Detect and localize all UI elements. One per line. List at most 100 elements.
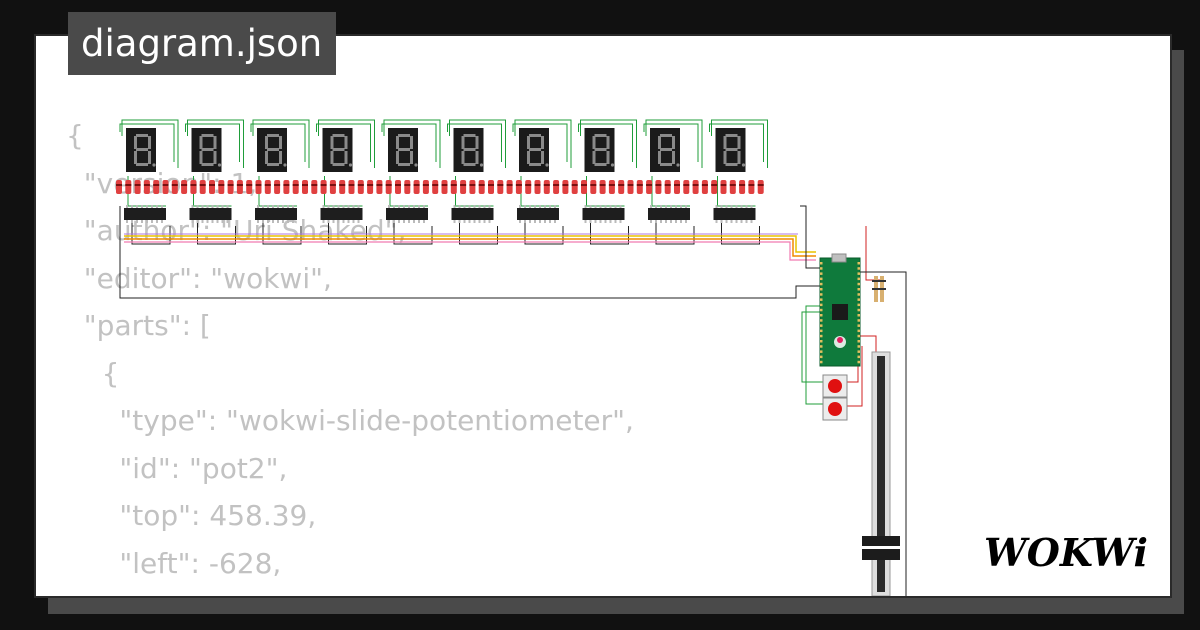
resistor bbox=[404, 180, 411, 194]
seven-segment-display bbox=[453, 128, 484, 172]
resistor bbox=[571, 180, 578, 194]
resistor bbox=[655, 180, 662, 194]
code-line: { bbox=[66, 356, 120, 390]
resistor bbox=[264, 180, 271, 194]
resistor bbox=[395, 180, 401, 194]
seven-segment-display bbox=[650, 128, 680, 172]
resistor bbox=[627, 180, 634, 194]
wire-green-btn bbox=[805, 305, 823, 405]
resistor bbox=[674, 180, 680, 194]
wire-pink bbox=[124, 241, 816, 261]
resistor bbox=[534, 180, 541, 194]
resistor bbox=[506, 180, 513, 194]
resistor bbox=[562, 180, 569, 194]
shift-register-chip bbox=[189, 205, 232, 223]
resistor bbox=[525, 180, 532, 194]
resistor bbox=[608, 180, 615, 194]
resistor bbox=[701, 180, 708, 194]
resistor bbox=[692, 180, 699, 194]
pushbutton-2 bbox=[822, 397, 848, 421]
circuit-diagram bbox=[116, 119, 907, 596]
resistor bbox=[367, 180, 374, 194]
resistor bbox=[618, 180, 625, 194]
resistor bbox=[543, 180, 550, 194]
resistor bbox=[143, 180, 150, 194]
wire-red-2 bbox=[860, 335, 877, 352]
resistor bbox=[339, 180, 346, 194]
resistor bbox=[469, 180, 476, 194]
seven-segment-display bbox=[322, 128, 353, 172]
resistor bbox=[720, 180, 727, 194]
resistor bbox=[181, 180, 188, 194]
svg-text:WOKWi: WOKWi bbox=[984, 530, 1148, 575]
resistor bbox=[190, 180, 197, 194]
resistor bbox=[757, 180, 764, 194]
wire-black-3 bbox=[860, 271, 907, 596]
seven-segment-display bbox=[257, 128, 287, 172]
wire-black bbox=[119, 206, 820, 299]
resistor bbox=[199, 180, 206, 194]
code-line: "left": -628, bbox=[66, 546, 282, 580]
wire-red-btn bbox=[847, 366, 859, 383]
shift-register-chip bbox=[582, 205, 625, 223]
resistor bbox=[125, 180, 132, 194]
resistor bbox=[422, 180, 429, 194]
resistor bbox=[683, 180, 690, 194]
resistor bbox=[478, 180, 485, 194]
wire-orange bbox=[124, 238, 816, 257]
code-line: { bbox=[66, 119, 84, 152]
code-line: "id": "pot2", bbox=[66, 451, 288, 485]
resistor bbox=[599, 180, 606, 194]
resistor bbox=[255, 180, 262, 194]
resistor bbox=[292, 180, 299, 194]
resistor bbox=[162, 180, 169, 194]
resistor bbox=[729, 180, 736, 194]
shift-register-chip bbox=[517, 205, 559, 223]
code-line: "editor": "wokwi", bbox=[66, 261, 332, 295]
resistor bbox=[116, 180, 122, 194]
resistor bbox=[329, 180, 336, 194]
resistor bbox=[739, 180, 746, 194]
wire-red-btn-2 bbox=[847, 346, 863, 407]
resistor bbox=[227, 180, 234, 194]
resistor bbox=[450, 180, 457, 194]
resistor bbox=[413, 180, 420, 194]
resistor bbox=[711, 180, 718, 194]
file-title: diagram.json bbox=[68, 12, 336, 75]
resistor bbox=[441, 180, 448, 194]
resistor bbox=[664, 180, 671, 194]
resistor bbox=[153, 180, 160, 194]
resistor bbox=[218, 180, 225, 194]
resistor bbox=[748, 180, 755, 194]
seven-segment-display bbox=[191, 128, 222, 172]
resistor bbox=[590, 180, 597, 194]
code-line: "parts": [ bbox=[66, 309, 211, 342]
shift-register-chip bbox=[713, 205, 756, 223]
resistor bbox=[515, 180, 522, 194]
code-line: "type": "wokwi-slide-potentiometer", bbox=[66, 404, 634, 437]
pushbutton-1 bbox=[822, 374, 848, 398]
code-line: "top": 458.39, bbox=[66, 499, 317, 532]
resistor bbox=[432, 180, 439, 194]
seven-segment-display bbox=[584, 128, 615, 172]
resistor bbox=[171, 180, 178, 194]
resistor bbox=[274, 180, 281, 194]
resistor bbox=[497, 180, 504, 194]
shift-register-chip bbox=[255, 205, 297, 223]
preview-card: { "version": 1, "author": "Uri Shaked", … bbox=[34, 34, 1172, 598]
resistor bbox=[236, 180, 243, 194]
resistor bbox=[357, 180, 364, 194]
seven-segment-display bbox=[519, 128, 549, 172]
resistor bbox=[385, 180, 392, 194]
resistor bbox=[636, 180, 643, 194]
pico-board bbox=[819, 253, 861, 367]
resistor bbox=[646, 180, 653, 194]
pico-resistors bbox=[872, 276, 886, 302]
wire-green-btn-2 bbox=[801, 311, 823, 383]
resistor bbox=[283, 180, 290, 194]
shift-register-chip bbox=[648, 205, 690, 223]
shift-register-chip bbox=[451, 205, 494, 223]
resistor bbox=[246, 180, 253, 194]
seven-segment-display bbox=[715, 128, 746, 172]
resistor bbox=[581, 180, 587, 194]
